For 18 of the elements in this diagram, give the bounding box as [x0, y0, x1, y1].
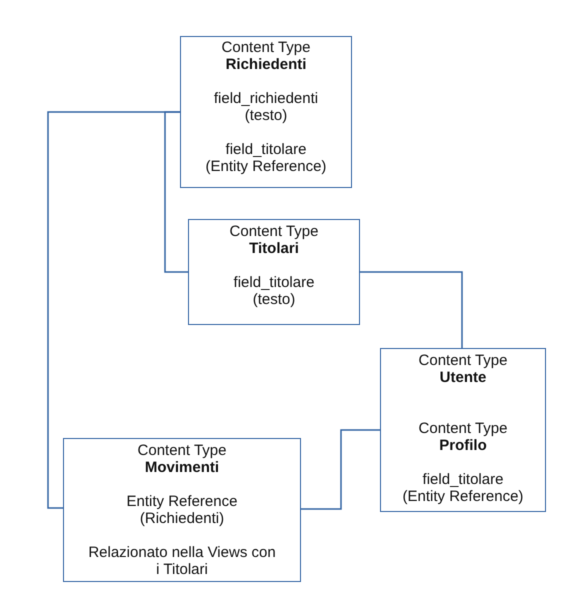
field-text: Relazionato nella Views con i Titolari	[87, 544, 277, 578]
connector-line	[360, 271, 463, 348]
field-text: field_titolare (Entity Reference)	[204, 141, 328, 175]
content-type-box	[380, 348, 546, 512]
field-text: Entity Reference (Richiedenti)	[126, 493, 238, 527]
type-heading: Content Type Richiedenti	[222, 39, 310, 73]
field-text: field_richiedenti (testo)	[212, 90, 320, 124]
field-text: field_titolare (testo)	[232, 274, 316, 308]
type-heading: Content Type Titolari	[230, 223, 318, 257]
content-type-box	[63, 438, 301, 582]
type-heading: Content Type Profilo	[418, 420, 508, 454]
content-type-box	[188, 219, 360, 325]
field-text: field_titolare (Entity Reference)	[402, 471, 524, 505]
content-type-box	[180, 36, 352, 188]
type-heading: Content Type Movimenti	[138, 442, 226, 476]
connector-line	[301, 429, 380, 510]
connector-line	[164, 111, 188, 273]
type-heading: Content Type Utente	[418, 352, 508, 386]
